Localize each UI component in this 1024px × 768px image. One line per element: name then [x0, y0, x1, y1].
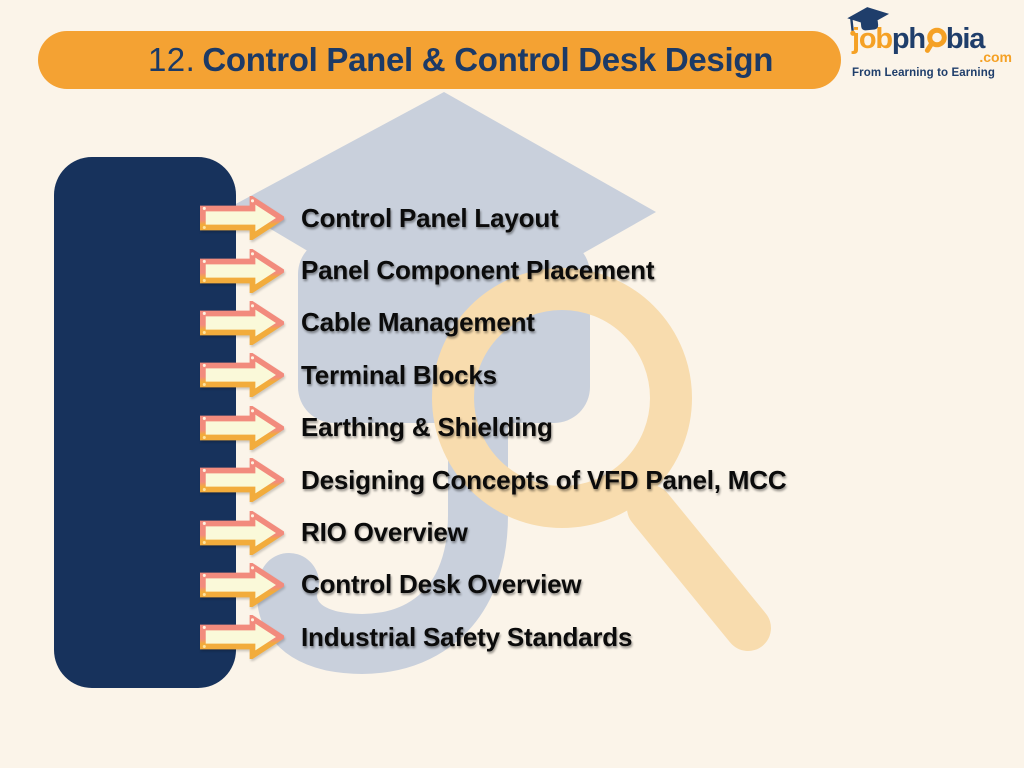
arrow-right-icon: [200, 458, 284, 503]
topic-label: RIO Overview: [301, 517, 468, 548]
page-title: Control Panel & Control Desk Design: [202, 41, 774, 78]
watermark-magnifier-ring-icon: [432, 268, 692, 528]
magnifier-o-icon: [924, 27, 947, 53]
topic-label: Cable Management: [301, 307, 535, 338]
watermark-magnifier-handle-icon: [627, 485, 771, 651]
arrow-right-icon: [200, 196, 284, 241]
list-item: RIO Overview: [200, 506, 786, 558]
list-item: Control Panel Layout: [200, 192, 786, 244]
arrow-right-icon: [200, 300, 284, 345]
brand-tagline: From Learning to Earning: [852, 67, 995, 79]
slide-number: 12.: [147, 41, 196, 78]
topic-label: Terminal Blocks: [301, 359, 497, 390]
watermark-letter-j: [257, 360, 508, 674]
list-item: Panel Component Placement: [200, 244, 786, 296]
list-item: Cable Management: [200, 297, 786, 349]
list-item: Industrial Safety Standards: [200, 611, 786, 663]
list-item: Designing Concepts of VFD Panel, MCC: [200, 454, 787, 506]
header-pill: 12. Control Panel & Control Desk Design: [38, 31, 841, 89]
wordmark-ph: ph: [891, 23, 926, 55]
list-item: Terminal Blocks: [200, 349, 786, 401]
list-item: Control Desk Overview: [200, 559, 786, 611]
arrow-right-icon: [200, 405, 284, 450]
wordmark-bia: bia: [945, 23, 986, 55]
arrow-right-icon: [200, 562, 284, 607]
list-item: Earthing & Shielding: [200, 402, 786, 454]
topic-list: Control Panel Layout Panel Component Pla…: [200, 192, 787, 664]
graduation-cap-icon: [847, 7, 890, 36]
topic-label: Designing Concepts of VFD Panel, MCC: [301, 464, 787, 495]
topic-label: Industrial Safety Standards: [301, 621, 633, 652]
arrow-right-icon: [200, 353, 284, 398]
topic-label: Panel Component Placement: [301, 255, 655, 286]
brand-tld: .com: [979, 49, 1012, 65]
arrow-right-icon: [200, 615, 284, 660]
topic-label: Earthing & Shielding: [301, 412, 553, 443]
topic-label: Control Desk Overview: [301, 569, 582, 600]
arrow-right-icon: [200, 248, 284, 293]
arrow-right-icon: [200, 510, 284, 555]
topic-label: Control Panel Layout: [301, 202, 559, 233]
